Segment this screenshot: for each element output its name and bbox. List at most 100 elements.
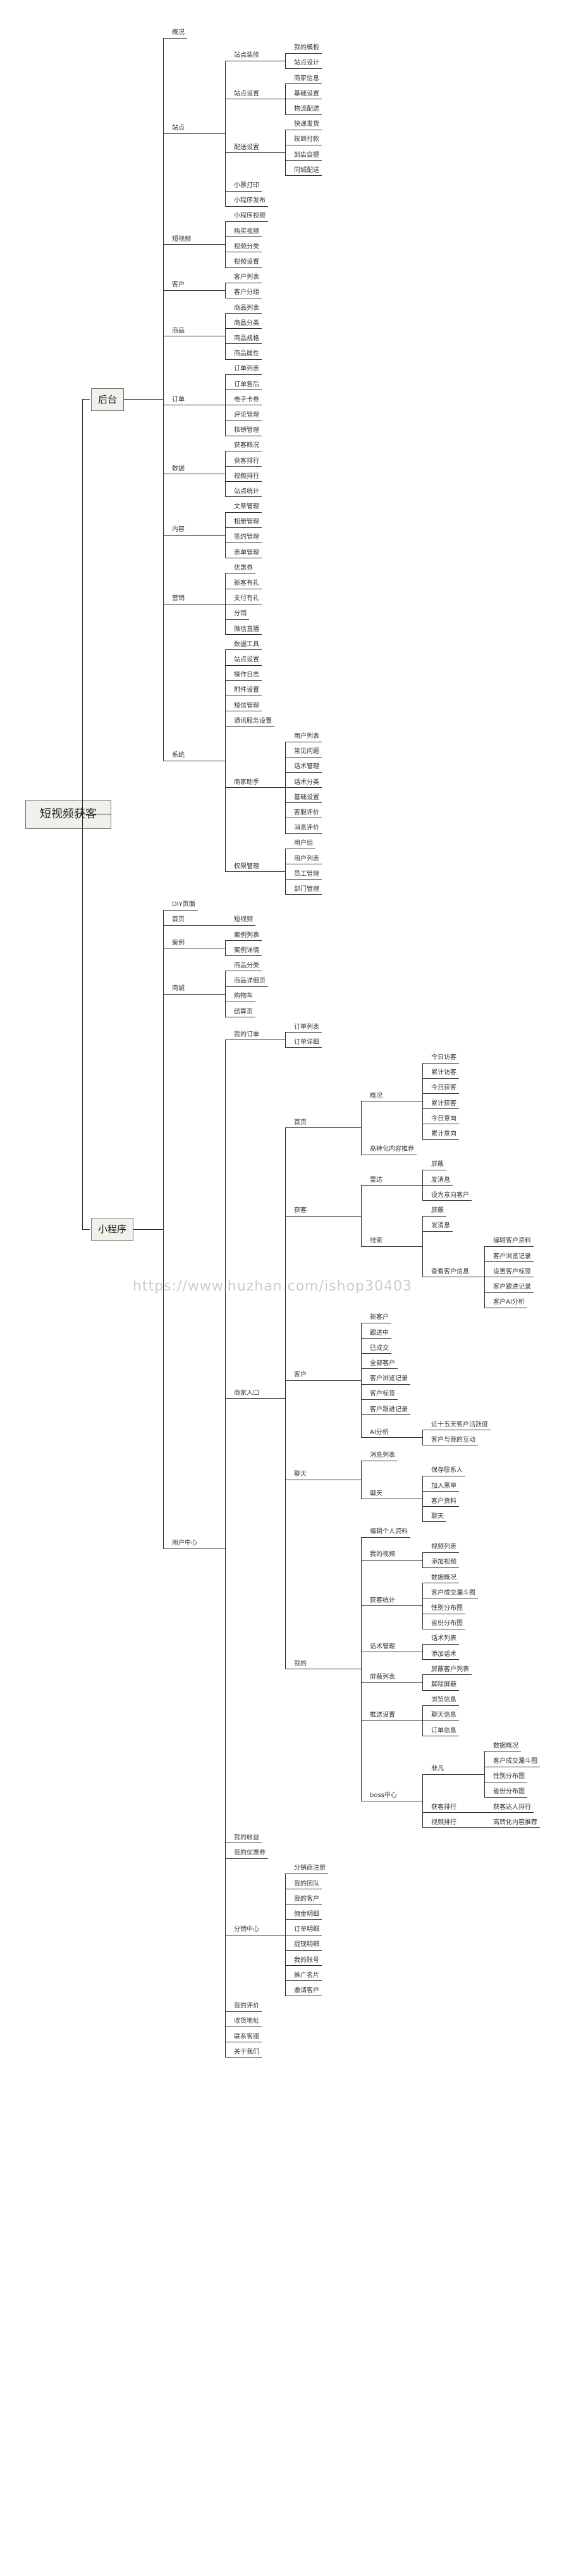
connector-line xyxy=(224,512,226,558)
connector-line xyxy=(484,1261,492,1263)
leaf-node: 客户跟进记录 xyxy=(493,1284,531,1291)
connector-line xyxy=(422,1552,430,1553)
connector-line xyxy=(225,389,233,391)
leaf-node: 我的优惠券 xyxy=(234,1849,266,1857)
connector-line xyxy=(225,940,233,941)
connector-line xyxy=(225,955,233,957)
connector-line xyxy=(361,1682,369,1683)
connector-line xyxy=(225,481,233,482)
leaf-node: 加入黑单 xyxy=(431,1482,456,1490)
connector-line xyxy=(225,634,233,635)
connector-line xyxy=(285,160,293,161)
leaf-node: 性别分布图 xyxy=(493,1773,525,1781)
connector-line xyxy=(398,1559,422,1561)
connector-line xyxy=(285,114,293,115)
connector-line xyxy=(225,221,233,222)
leaf-node: 累计访客 xyxy=(431,1069,456,1077)
connector-line xyxy=(225,924,233,926)
leaf-node: 解除屏蔽 xyxy=(431,1681,456,1689)
topic-node: 首页 xyxy=(294,1119,307,1126)
connector-line xyxy=(233,190,262,192)
connector-line xyxy=(361,1246,369,1247)
leaf-node: 关于我们 xyxy=(234,2048,259,2056)
leaf-node: 消息评价 xyxy=(294,825,319,832)
connector-line xyxy=(430,1200,472,1201)
leaf-node: 订单详细 xyxy=(294,1038,319,1046)
topic-node: 分销中心 xyxy=(234,1926,259,1934)
connector-line xyxy=(82,1229,90,1230)
leaf-node: 编辑个人资料 xyxy=(370,1528,408,1536)
leaf-node: 用户组 xyxy=(294,840,313,847)
connector-line xyxy=(361,1414,369,1416)
leaf-node: 部门管理 xyxy=(294,885,319,893)
connector-line xyxy=(360,1461,362,1499)
connector-line xyxy=(430,1774,446,1775)
connector-line xyxy=(484,1812,492,1813)
leaf-node: 高转化内容推荐 xyxy=(370,1146,414,1153)
connector-line xyxy=(224,649,226,872)
leaf-node: 基础设置 xyxy=(294,90,319,97)
connector-line xyxy=(233,955,262,957)
topic-node: 站点装修 xyxy=(234,52,259,59)
leaf-node: 核销管理 xyxy=(234,427,259,434)
connector-line xyxy=(187,133,225,134)
leaf-node: 微信直播 xyxy=(234,625,259,633)
connector-line xyxy=(163,534,171,536)
topic-node: 内容 xyxy=(172,526,185,534)
leaf-node: 省份分布图 xyxy=(431,1620,463,1628)
leaf-node: 电子卡券 xyxy=(234,396,259,403)
leaf-node: 用户列表 xyxy=(294,855,319,862)
leaf-node: 屏蔽 xyxy=(431,1207,444,1215)
connector-line xyxy=(224,221,226,267)
leaf-node: 客户标签 xyxy=(370,1390,395,1398)
connector-line xyxy=(492,1261,534,1263)
leaf-node: 我的客户 xyxy=(294,1895,319,1903)
connector-line xyxy=(224,313,226,360)
leaf-node: 订单列表 xyxy=(234,365,259,373)
connector-line xyxy=(430,1659,459,1660)
connector-line xyxy=(162,910,164,1549)
leaf-node: 浏览信息 xyxy=(431,1696,456,1704)
leaf-node: 用户列表 xyxy=(294,733,319,740)
leaf-node: 购买视频 xyxy=(234,228,259,235)
connector-line xyxy=(385,1246,422,1247)
leaf-node: 我的评价 xyxy=(234,2003,259,2010)
leaf-node: 站点统计 xyxy=(234,488,259,495)
connector-line xyxy=(430,1720,459,1721)
leaf-node: 基础设置 xyxy=(294,794,319,801)
topic-node: 商家助手 xyxy=(234,778,259,786)
connector-line xyxy=(430,1827,459,1829)
leaf-node: 商品分类 xyxy=(234,319,259,327)
topic-node: 我的视频 xyxy=(370,1551,395,1559)
connector-line xyxy=(293,1032,322,1033)
connector-line xyxy=(293,160,322,161)
leaf-node: 高转化内容推荐 xyxy=(493,1819,537,1826)
connector-line xyxy=(171,924,187,926)
connector-line xyxy=(369,1338,391,1339)
connector-line xyxy=(293,1919,322,1920)
connector-line xyxy=(422,1230,430,1232)
connector-line xyxy=(360,1323,362,1438)
connector-line xyxy=(233,1398,262,1399)
connector-line xyxy=(430,1552,459,1553)
topic-node: 商家入口 xyxy=(234,1389,259,1397)
connector-line xyxy=(285,833,293,834)
connector-line xyxy=(233,787,262,788)
connector-line xyxy=(459,1827,484,1829)
leaf-node: 订单列表 xyxy=(294,1023,319,1031)
connector-line xyxy=(293,1949,322,1951)
topic-node: 非凡 xyxy=(431,1765,444,1773)
leaf-node: 添加视频 xyxy=(431,1559,456,1566)
connector-line xyxy=(163,924,171,926)
connector-line xyxy=(422,1476,423,1522)
connector-line xyxy=(492,1827,540,1829)
leaf-node: 短视频 xyxy=(234,916,253,924)
connector-line xyxy=(187,534,225,536)
connector-line xyxy=(233,481,262,482)
leaf-node: 快递发货 xyxy=(294,121,319,128)
connector-line xyxy=(422,1200,430,1201)
leaf-node: 客户跟进记录 xyxy=(370,1406,408,1413)
leaf-node: 近十五天客户活跃度 xyxy=(431,1421,488,1428)
leaf-node: 商品详细页 xyxy=(234,978,266,985)
topic-node: 话术管理 xyxy=(370,1643,395,1650)
